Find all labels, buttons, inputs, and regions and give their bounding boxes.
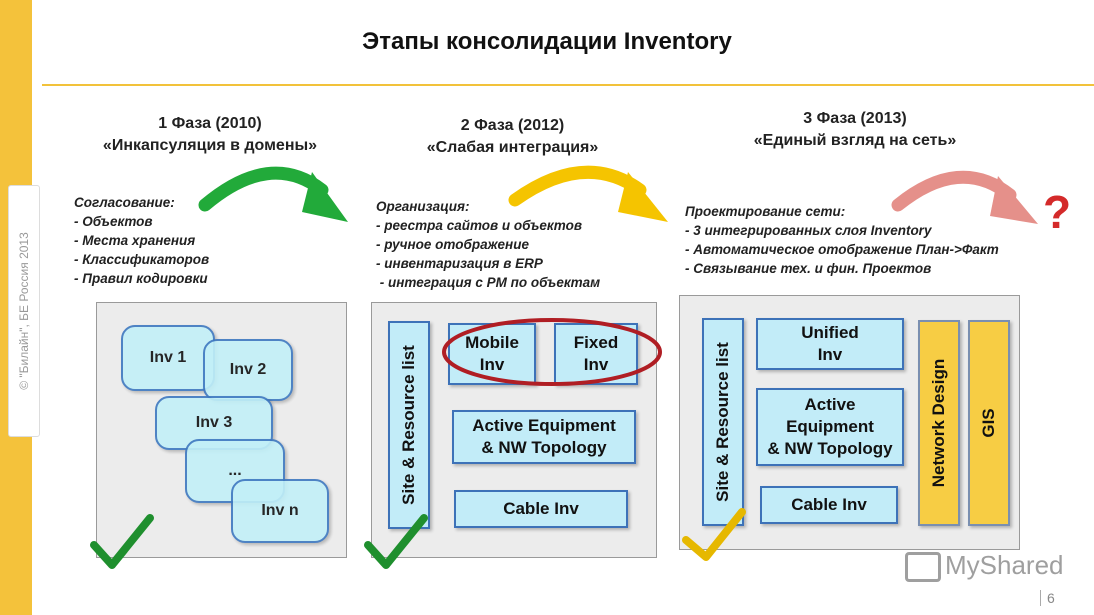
gis-label: GIS [979, 408, 998, 438]
active-equipment-box: Active Equipment & NW Topology [452, 410, 636, 464]
phase-2-list: Организация: - реестра сайтов и объектов… [376, 197, 600, 292]
site-resource-list-box: Site & Resource list [702, 318, 744, 526]
list-item: - Автоматическое отображение План->Факт [685, 242, 999, 257]
gis-box: GIS [968, 320, 1010, 526]
fixed-inv-line1: Fixed [573, 333, 619, 352]
slide-title: Этапы консолидации Inventory [362, 28, 732, 55]
phase-2-heading: 2 Фаза (2012) «Слабая интеграция» [380, 115, 645, 159]
network-design-box: Network Design [918, 320, 960, 526]
list-item: - Места хранения [74, 233, 196, 248]
list-item: - Классификаторов [74, 252, 210, 267]
mobile-inv-line1: Mobile [465, 333, 519, 352]
cart-icon [905, 552, 941, 583]
phase-1-panel: Inv 1 Inv 2 Inv 3 ... Inv n [96, 302, 347, 558]
phase-3-list: Проектирование сети: - 3 интегрированных… [685, 202, 999, 278]
network-design-label: Network Design [929, 358, 948, 488]
phase-3-heading-line2: «Единый взгляд на сеть» [753, 132, 957, 149]
active-equipment-line1: Active Equipment [472, 416, 616, 435]
cable-inv-box: Cable Inv [760, 486, 898, 524]
list-item: - интеграция с PM по объектам [376, 275, 601, 290]
title-divider [42, 84, 1094, 86]
watermark-text: MyShared [945, 550, 1064, 580]
mobile-inv-line2: Inv [479, 355, 505, 374]
list-item: Проектирование сети: [685, 204, 846, 219]
list-item: - 3 интегрированных слоя Inventory [685, 223, 932, 238]
phase-1-heading-line2: «Инкапсуляция в домены» [102, 137, 318, 154]
site-resource-list-label: Site & Resource list [399, 345, 418, 505]
list-item: Согласование: [74, 195, 175, 210]
site-resource-list-box: Site & Resource list [388, 321, 430, 529]
phase-2-heading-line1: 2 Фаза (2012) [460, 117, 565, 134]
copyright-tab: © "Билайн", БЕ Россия 2013 [8, 185, 40, 437]
active-equipment-line2: & NW Topology [481, 438, 607, 457]
page-number: 6 [1040, 590, 1055, 606]
fixed-inv-line2: Inv [583, 355, 609, 374]
phase-3-heading: 3 Фаза (2013) «Единый взгляд на сеть» [705, 108, 1005, 152]
active-equipment-line1: Active [804, 395, 856, 414]
active-equipment-line2: Equipment [786, 417, 874, 436]
question-mark-icon: ? [1043, 186, 1072, 238]
phase-3-heading-line1: 3 Фаза (2013) [803, 110, 907, 127]
phase-1-heading-line1: 1 Фаза (2010) [158, 115, 262, 132]
cable-inv-box: Cable Inv [454, 490, 628, 528]
list-item: - Правил кодировки [74, 271, 208, 286]
list-item: - ручное отображение [376, 237, 529, 252]
list-item: Организация: [376, 199, 470, 214]
list-item: - инвентаризация в ERP [376, 256, 543, 271]
unified-inv-line1: Unified [801, 323, 859, 342]
phase-1-heading: 1 Фаза (2010) «Инкапсуляция в домены» [60, 113, 360, 157]
phase-2-heading-line2: «Слабая интеграция» [426, 139, 599, 156]
site-resource-list-label: Site & Resource list [713, 342, 732, 502]
watermark: MyShared [905, 550, 1064, 583]
green-arrow-icon [198, 166, 348, 222]
unified-inv-line2: Inv [817, 345, 843, 364]
inv-n-box: Inv n [231, 479, 329, 543]
inv-1-box: Inv 1 [121, 325, 215, 391]
inv-2-box: Inv 2 [203, 339, 293, 401]
list-item: - Связывание тех. и фин. Проектов [685, 261, 932, 276]
active-equipment-line3: & NW Topology [767, 439, 893, 458]
list-item: - Объектов [74, 214, 153, 229]
phase-1-list: Согласование: - Объектов - Места хранени… [74, 193, 209, 288]
list-item: - реестра сайтов и объектов [376, 218, 582, 233]
copyright-text: © "Билайн", БЕ Россия 2013 [17, 232, 31, 390]
